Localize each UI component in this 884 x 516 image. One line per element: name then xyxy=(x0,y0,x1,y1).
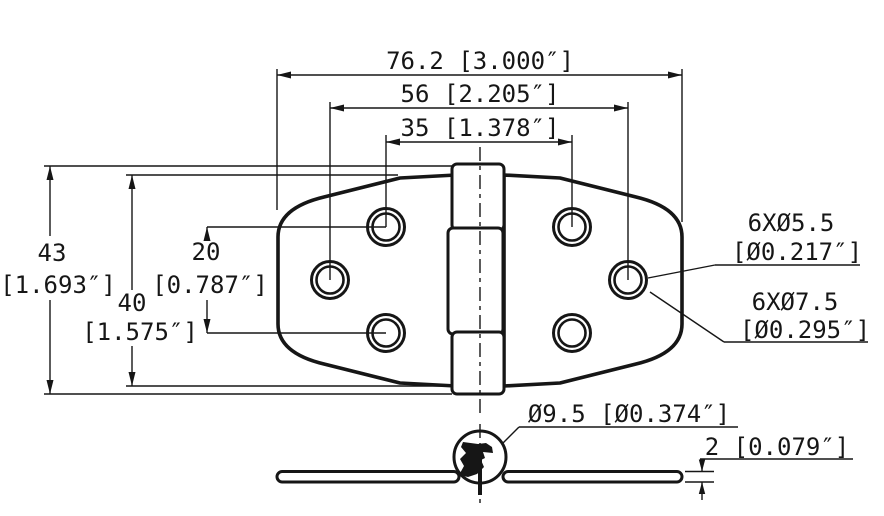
knuckle-middle xyxy=(446,226,505,336)
label-middle-hole-span: 56 [2.205″] xyxy=(401,80,560,108)
hinge-side-view xyxy=(275,424,684,508)
dimension-lines xyxy=(44,69,868,500)
dimension-labels: 76.2 [3.000″] 56 [2.205″] 35 [1.378″] 43… xyxy=(0,47,870,461)
label-countersink-dia-in: [Ø0.295″] xyxy=(740,316,870,344)
left-leaf-profile xyxy=(275,470,461,484)
label-leaf-thickness: 2 [0.079″] xyxy=(705,433,850,461)
label-screw-hole-dia-in: [Ø0.217″] xyxy=(732,238,862,266)
label-hole-row-span-in: [0.787″] xyxy=(152,271,268,299)
right-leaf xyxy=(502,173,684,388)
label-hole-row-span-mm: 20 xyxy=(192,238,221,266)
label-screw-hole-dia: 6XØ5.5 xyxy=(748,209,835,237)
label-overall-height-in: [1.693″] xyxy=(0,271,116,299)
label-overall-height-mm: 43 xyxy=(38,239,67,267)
label-knuckle-dia: Ø9.5 [Ø0.374″] xyxy=(528,400,730,428)
knuckle-bottom xyxy=(450,330,506,396)
label-overall-width: 76.2 [3.000″] xyxy=(386,47,574,75)
hinge-front-view xyxy=(276,147,684,417)
knuckle-top xyxy=(450,162,506,232)
label-countersink-dia: 6XØ7.5 xyxy=(752,288,839,316)
left-leaf xyxy=(276,173,458,388)
pin-section xyxy=(459,442,493,477)
label-inner-hole-span: 35 [1.378″] xyxy=(401,114,560,142)
screw-hole-right-bottom xyxy=(552,313,592,353)
label-leaf-height-in: [1.575″] xyxy=(82,318,198,346)
label-leaf-height-mm: 40 xyxy=(118,289,147,317)
right-leaf-profile xyxy=(501,470,684,484)
